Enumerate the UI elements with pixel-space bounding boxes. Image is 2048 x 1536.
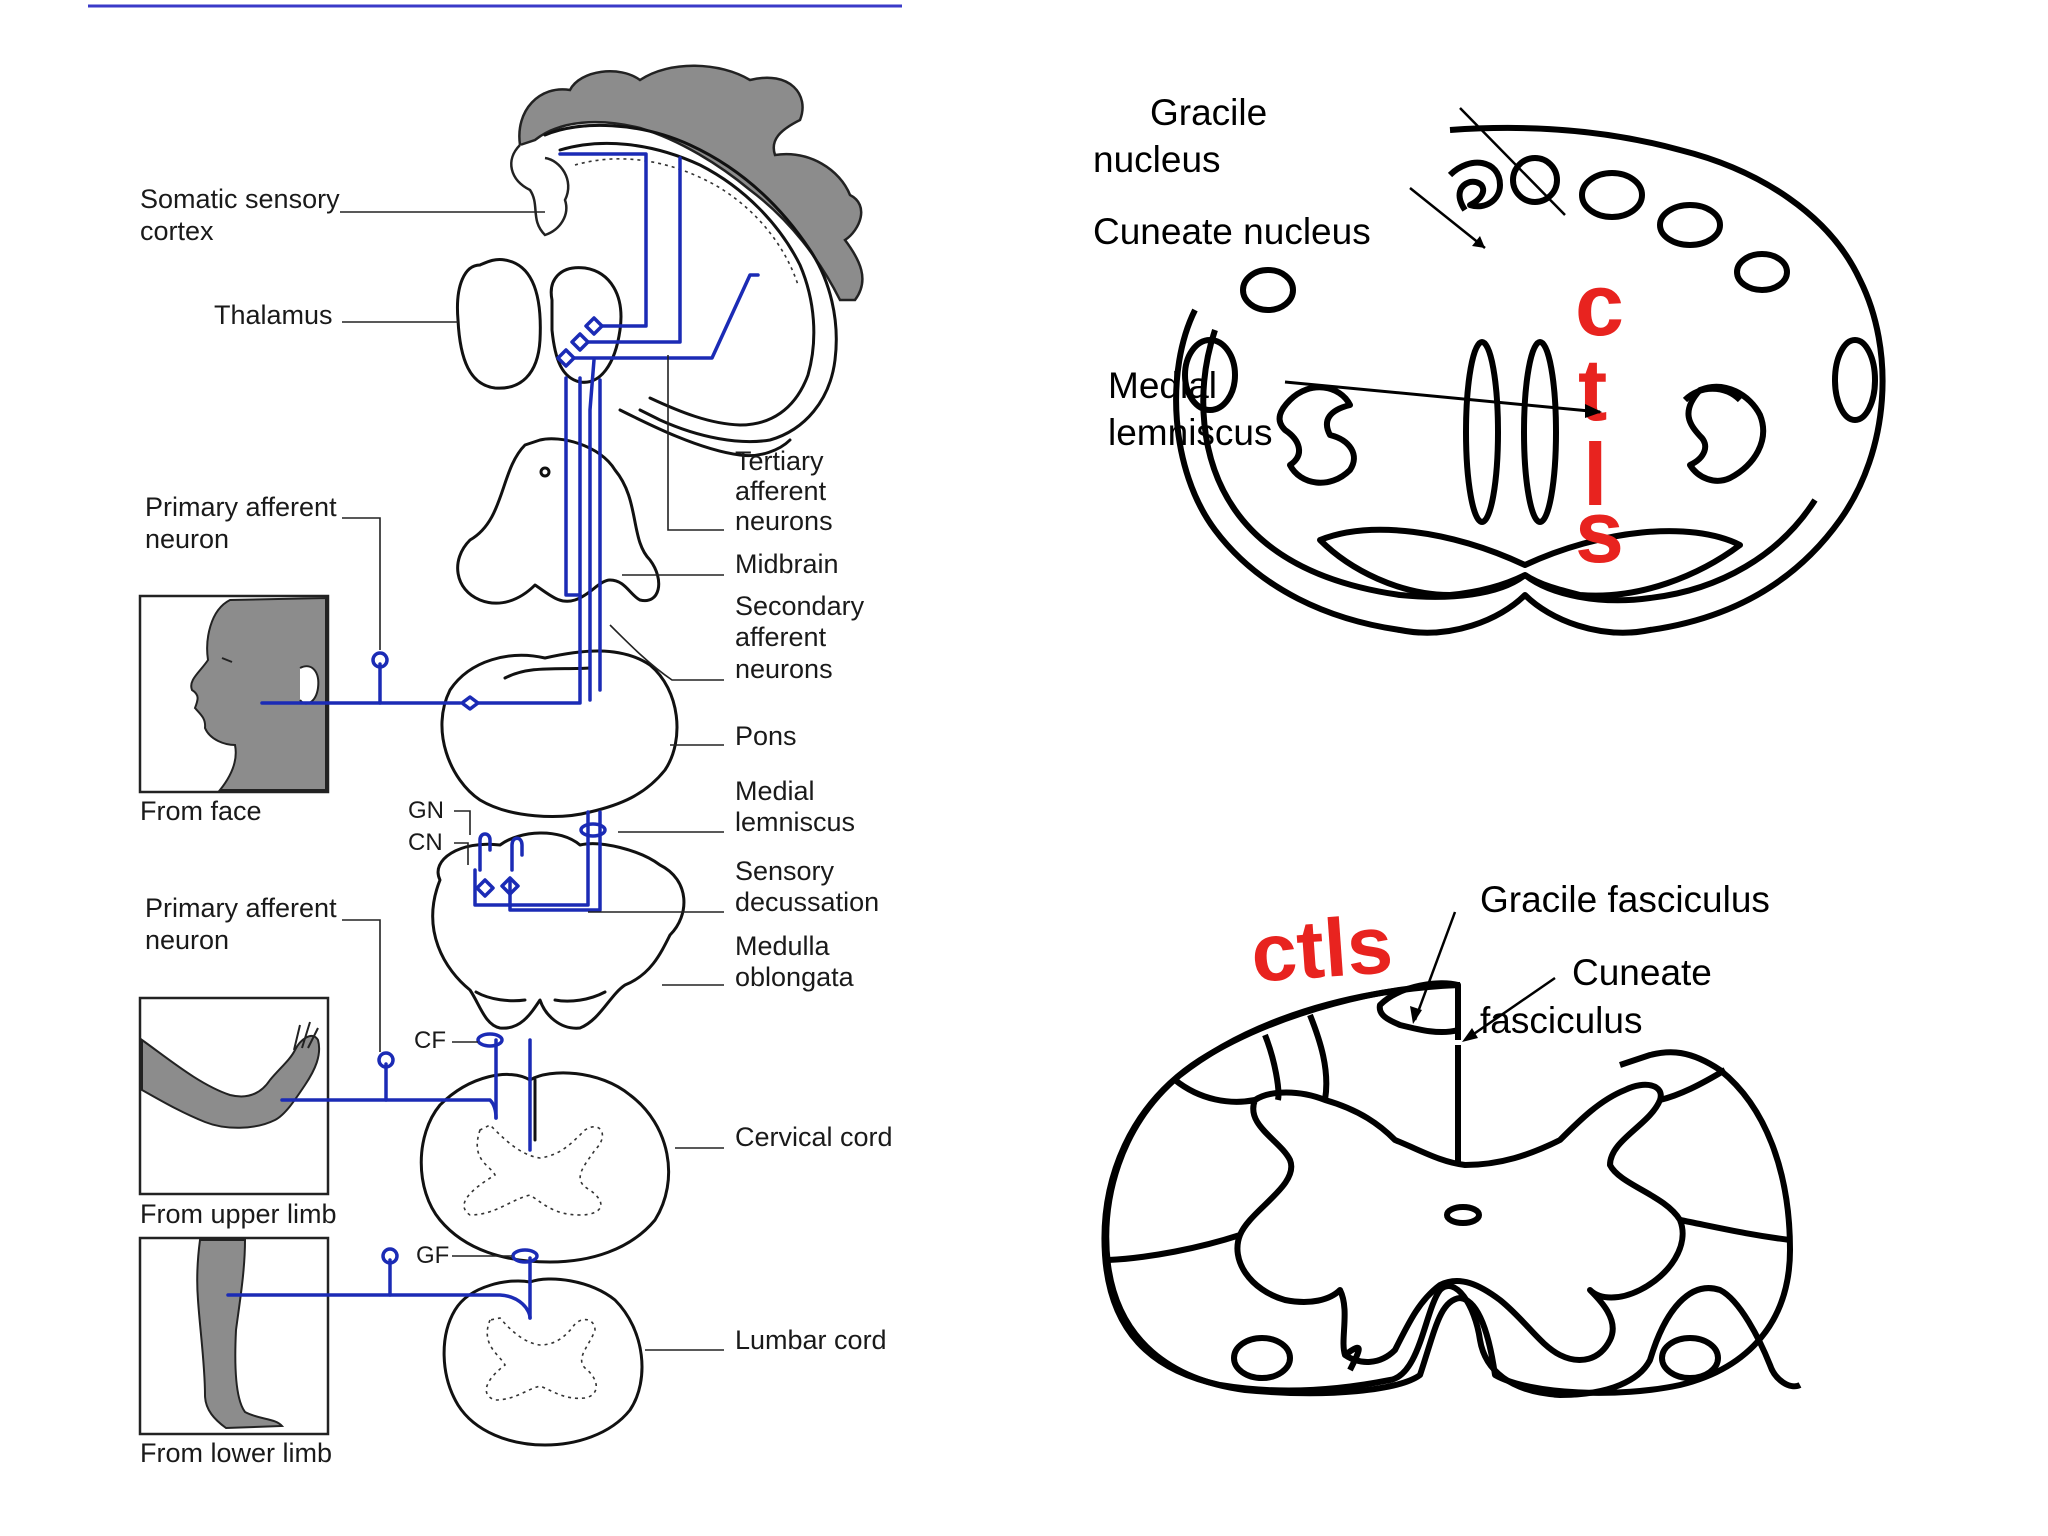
red-text-ctls: ctls	[1248, 899, 1395, 1000]
cortex-shape	[510, 64, 864, 458]
label-right-medial-lemniscus-1: Medial	[1108, 365, 1217, 406]
label-cervical-cord: Cervical cord	[735, 1122, 893, 1152]
label-primary-afferent-face-2: neuron	[145, 524, 229, 554]
label-primary-afferent-face-1: Primary afferent	[145, 492, 337, 522]
red-letter-t: t	[1578, 340, 1607, 439]
red-letter-s: s	[1575, 482, 1624, 581]
medulla-shape	[431, 831, 686, 1030]
pons-shape	[440, 649, 679, 818]
spinal-cord-cross-section: ctls Gracile fasciculus Cuneate fascicul…	[1101, 879, 1802, 1398]
lumbar-gray-matter	[485, 1317, 598, 1401]
label-pons: Pons	[735, 721, 797, 751]
label-from-face: From face	[140, 796, 262, 826]
label-gracile-fasciculus: Gracile fasciculus	[1480, 879, 1770, 920]
label-gracile-nucleus-2: nucleus	[1093, 139, 1221, 180]
pons-ventricle	[503, 666, 592, 680]
label-medial-lemniscus-2: lemniscus	[735, 807, 855, 837]
dorsal-column-pathway-diagram: Somatic sensory cortex Thalamus Primary …	[138, 64, 893, 1468]
label-cf: CF	[414, 1027, 446, 1054]
medulla-pyramid-line-2	[553, 990, 607, 1003]
label-cuneate-fasciculus-2: fasciculus	[1480, 1000, 1642, 1041]
label-cuneate-fasciculus-1: Cuneate	[1572, 952, 1712, 993]
label-somatic-sensory-cortex-1: Somatic sensory	[140, 184, 340, 214]
label-medial-lemniscus-1: Medial	[735, 776, 815, 806]
upper-limb-box	[138, 996, 330, 1196]
face-box	[138, 594, 330, 794]
thalamus-shape	[455, 258, 542, 390]
label-sensory-decussation-2: decussation	[735, 887, 879, 917]
label-gracile-nucleus-1: Gracile	[1150, 92, 1267, 133]
label-gf: GF	[416, 1242, 449, 1269]
label-from-upper-limb: From upper limb	[140, 1199, 337, 1229]
label-thalamus: Thalamus	[214, 300, 333, 330]
cervical-gray-matter	[463, 1124, 604, 1216]
label-cn: CN	[408, 829, 443, 856]
label-medulla-1: Medulla	[735, 931, 831, 961]
label-primary-afferent-limb-1: Primary afferent	[145, 893, 337, 923]
midbrain-shape	[456, 437, 661, 605]
label-cuneate-nucleus: Cuneate nucleus	[1093, 211, 1371, 252]
medulla-pyramid-line	[474, 990, 527, 1003]
label-sensory-decussation-1: Sensory	[735, 856, 835, 886]
medulla-cross-section: c t l s Gracile nucleus Cuneate nucleus …	[1093, 92, 1886, 636]
label-secondary-3: neurons	[735, 654, 833, 684]
midbrain-aqueduct	[539, 466, 551, 478]
label-tertiary-1: Tertiary	[735, 446, 824, 476]
red-letter-l: l	[1583, 425, 1607, 524]
label-secondary-1: Secondary	[735, 591, 865, 621]
label-right-medial-lemniscus-2: lemniscus	[1108, 412, 1273, 453]
label-from-lower-limb: From lower limb	[140, 1438, 332, 1468]
lower-limb-box	[138, 1236, 330, 1436]
label-medulla-2: oblongata	[735, 962, 855, 992]
label-gn: GN	[408, 797, 444, 824]
label-tertiary-2: afferent	[735, 476, 827, 506]
lumbar-cord-shape	[442, 1277, 644, 1447]
label-secondary-2: afferent	[735, 622, 827, 652]
label-tertiary-3: neurons	[735, 506, 833, 536]
red-letter-c: c	[1575, 255, 1624, 354]
pathway-lines	[226, 152, 760, 1320]
label-lumbar-cord: Lumbar cord	[735, 1325, 887, 1355]
label-midbrain: Midbrain	[735, 549, 839, 579]
label-leader-lines	[340, 211, 724, 1351]
label-primary-afferent-limb-2: neuron	[145, 925, 229, 955]
label-somatic-sensory-cortex-2: cortex	[140, 216, 214, 246]
thalamus-right-shape	[549, 266, 623, 384]
